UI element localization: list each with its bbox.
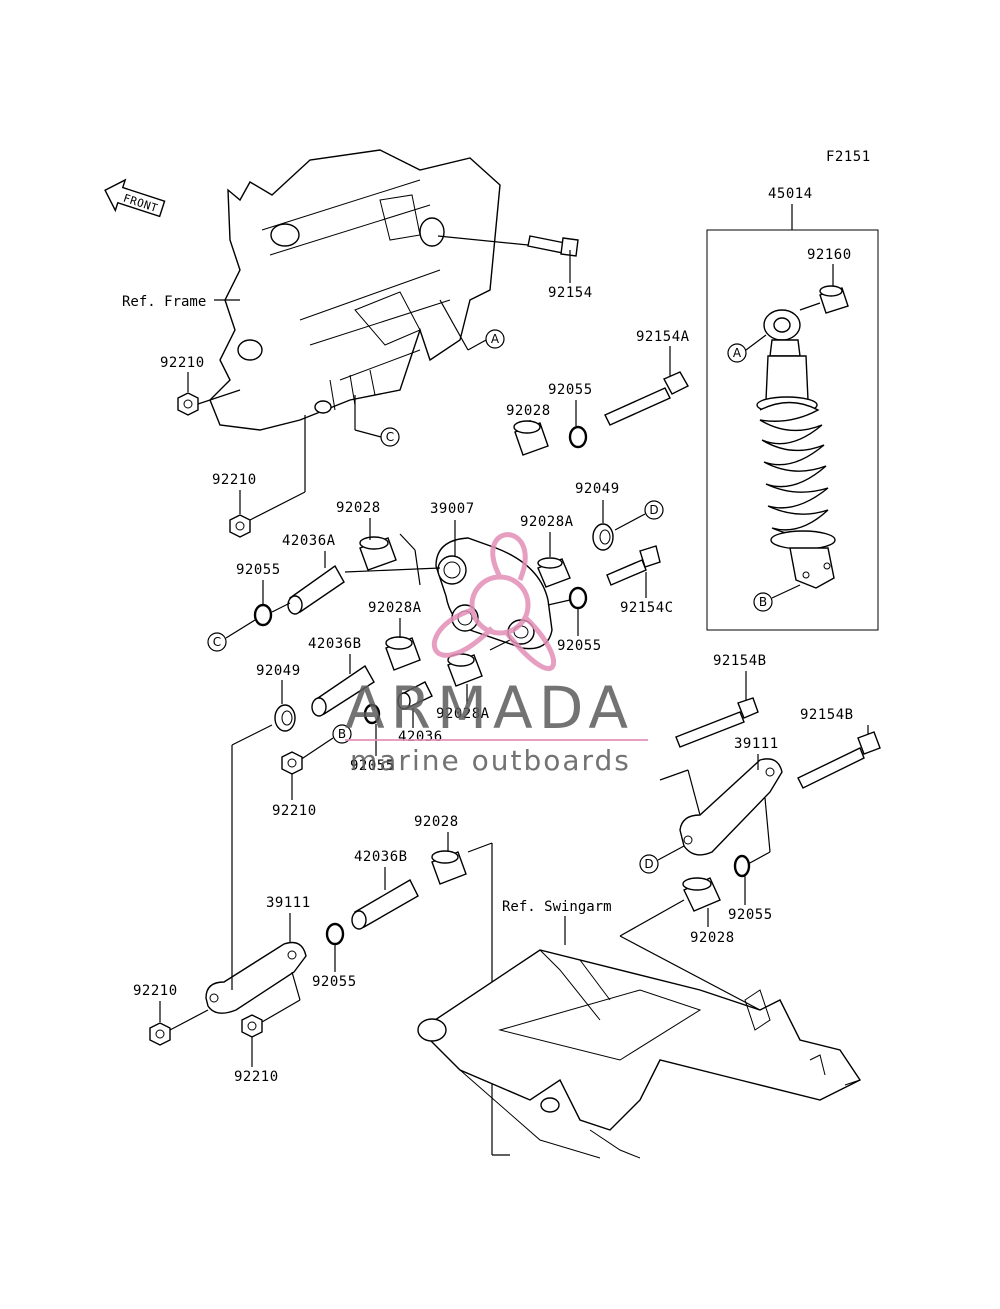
callout-b-shock: B bbox=[753, 592, 773, 612]
watermark-subtitle: marine outboards bbox=[350, 744, 631, 777]
oring-92055-e bbox=[733, 854, 751, 878]
oring-92055-f bbox=[325, 922, 345, 946]
armada-watermark: ARMADA marine outboards bbox=[345, 532, 648, 777]
bushing-92028-d bbox=[682, 877, 721, 912]
collar-42036 bbox=[397, 681, 433, 710]
svg-text:C: C bbox=[213, 635, 221, 649]
label-39007: 39007 bbox=[430, 501, 475, 517]
svg-text:A: A bbox=[733, 346, 742, 360]
label-92210-e: 92210 bbox=[234, 1069, 279, 1085]
label-92210-c: 92210 bbox=[272, 803, 317, 819]
frame-illustration bbox=[209, 149, 501, 431]
label-92154A: 92154A bbox=[636, 329, 690, 345]
oring-92055-b bbox=[253, 603, 273, 627]
label-92154C: 92154C bbox=[620, 600, 674, 616]
shock-absorber bbox=[756, 309, 836, 589]
nut-92210-e bbox=[241, 1014, 263, 1038]
washer-92049-a bbox=[592, 523, 614, 551]
label-39111-a: 39111 bbox=[734, 736, 779, 752]
nut-92210-c bbox=[281, 751, 303, 775]
collar-92160 bbox=[819, 285, 849, 314]
callout-c-frame: C bbox=[380, 427, 400, 447]
front-arrow-icon: FRONT bbox=[104, 178, 166, 218]
label-92154: 92154 bbox=[548, 285, 593, 301]
bushing-92028A-b bbox=[385, 636, 421, 671]
label-39111-b: 39111 bbox=[266, 895, 311, 911]
label-92055-b: 92055 bbox=[236, 562, 281, 578]
bushing-92028-b bbox=[359, 536, 397, 571]
label-92028A-c: 92028A bbox=[436, 706, 490, 722]
svg-text:C: C bbox=[386, 430, 394, 444]
armada-logo-icon bbox=[431, 532, 557, 671]
label-92154B-b: 92154B bbox=[800, 707, 854, 723]
label-92049-b: 92049 bbox=[256, 663, 301, 679]
oring-92055-c bbox=[568, 586, 588, 610]
tie-rod-39111-a bbox=[679, 758, 783, 856]
callout-a-frame: A bbox=[485, 329, 505, 349]
label-45014: 45014 bbox=[768, 186, 813, 202]
label-92049-a: 92049 bbox=[575, 481, 620, 497]
figure-code: F2151 bbox=[826, 149, 871, 165]
bushing-92028A-c bbox=[447, 653, 483, 687]
bushing-92028-c bbox=[431, 850, 467, 885]
label-92210-a: 92210 bbox=[160, 355, 205, 371]
washer-92049-b bbox=[274, 704, 296, 732]
bushing-92028-a bbox=[513, 420, 549, 456]
collar-42036B-a bbox=[311, 664, 375, 717]
label-92154B-a: 92154B bbox=[713, 653, 767, 669]
tie-rod-39111-b bbox=[205, 941, 307, 1014]
bolt-92154C bbox=[606, 545, 661, 586]
label-92055-a: 92055 bbox=[548, 382, 593, 398]
label-92160: 92160 bbox=[807, 247, 852, 263]
label-92210-b: 92210 bbox=[212, 472, 257, 488]
nut-92210-a bbox=[177, 392, 199, 416]
bolt-92154A bbox=[604, 371, 689, 426]
callout-b-lower: B bbox=[332, 724, 352, 744]
collar-42036A bbox=[287, 564, 345, 615]
label-92028-b: 92028 bbox=[336, 500, 381, 516]
label-92028-c: 92028 bbox=[414, 814, 459, 830]
callout-d-upper: D bbox=[644, 500, 664, 520]
watermark-title: ARMADA bbox=[345, 674, 634, 742]
bushing-92028A-a bbox=[537, 557, 571, 588]
ref-frame-label: Ref. Frame bbox=[122, 294, 206, 310]
svg-text:A: A bbox=[491, 332, 500, 346]
label-92028A-b: 92028A bbox=[368, 600, 422, 616]
bolt-92154B-b bbox=[797, 731, 881, 789]
label-92210-d: 92210 bbox=[133, 983, 178, 999]
label-42036B-a: 42036B bbox=[308, 636, 362, 652]
label-92055-c: 92055 bbox=[557, 638, 602, 654]
bolt-92154B-a bbox=[675, 697, 759, 748]
svg-text:B: B bbox=[759, 595, 767, 609]
oring-92055-a bbox=[568, 425, 588, 449]
label-42036A: 42036A bbox=[282, 533, 336, 549]
callout-c-left: C bbox=[207, 632, 227, 652]
label-42036B-b: 42036B bbox=[354, 849, 408, 865]
svg-text:B: B bbox=[338, 727, 346, 741]
bolt-92154 bbox=[527, 235, 579, 257]
label-92055-e: 92055 bbox=[728, 907, 773, 923]
swingarm-illustration bbox=[417, 949, 862, 1159]
label-92028-d: 92028 bbox=[690, 930, 735, 946]
callout-a-shock: A bbox=[727, 343, 747, 363]
label-92055-f: 92055 bbox=[312, 974, 357, 990]
callout-d-lower: D bbox=[639, 854, 659, 874]
svg-text:D: D bbox=[649, 503, 658, 517]
label-92028-a: 92028 bbox=[506, 403, 551, 419]
label-92028A-a: 92028A bbox=[520, 514, 574, 530]
oring-92055-d bbox=[363, 703, 381, 725]
ref-swingarm-label: Ref. Swingarm bbox=[502, 899, 612, 915]
collar-42036B-b bbox=[351, 879, 419, 930]
nut-92210-b bbox=[229, 514, 251, 538]
label-92055-d: 92055 bbox=[350, 758, 395, 774]
svg-text:D: D bbox=[644, 857, 653, 871]
nut-92210-d bbox=[149, 1022, 171, 1046]
